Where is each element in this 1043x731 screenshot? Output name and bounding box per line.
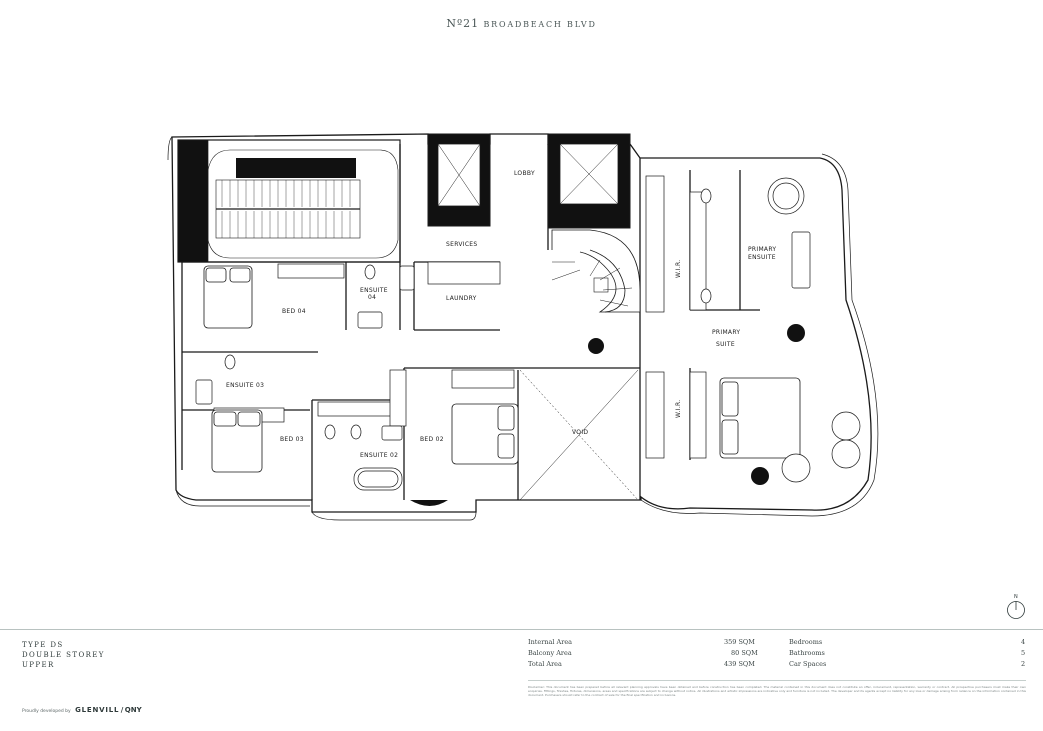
stair-treads	[221, 180, 351, 238]
room-ensuite-03: ENSUITE 03	[226, 382, 264, 389]
room-primary-ensuite-1: PRIMARY	[748, 246, 776, 253]
room-laundry: LAUNDRY	[446, 295, 477, 302]
room-bed-03: BED 03	[280, 436, 304, 443]
room-primary-ensuite-2: ENSUITE	[748, 254, 776, 261]
bathrooms-value: 5	[1021, 649, 1026, 657]
columns	[410, 324, 805, 506]
room-bed-04: BED 04	[282, 308, 306, 315]
compass-label: N	[1014, 594, 1018, 600]
brand-number: Nº21	[446, 17, 480, 30]
qny-logo: QNY	[124, 706, 142, 714]
lift-shafts	[427, 133, 631, 229]
floor-plan: LOBBY SERVICES LAUNDRY ENSUITE 04 BED 04…	[167, 133, 879, 521]
room-primary-suite-1: PRIMARY	[712, 329, 740, 336]
bedrooms-value: 4	[1021, 638, 1026, 646]
room-void: VOID	[572, 429, 588, 436]
disclaimer-text: Disclaimer: This document has been prepa…	[528, 685, 1026, 698]
type-line-3: UPPER	[22, 661, 55, 669]
joinery	[213, 175, 707, 459]
exterior-wall	[171, 133, 872, 513]
bath-fixtures	[195, 177, 861, 491]
internal-area-value: 359 SQM	[724, 638, 755, 646]
developer-credit: Proudly developed by GLENVILL / QNY	[22, 706, 142, 714]
bathrooms-label: Bathrooms	[789, 649, 825, 657]
room-lobby: LOBBY	[514, 170, 535, 177]
beds	[203, 265, 801, 473]
total-area-label: Total Area	[528, 660, 562, 668]
room-ensuite-02: ENSUITE 02	[360, 452, 398, 459]
balcony-area-label: Balcony Area	[528, 649, 572, 657]
room-ensuite-04-num: 04	[368, 294, 376, 301]
bedrooms-label: Bedrooms	[789, 638, 823, 646]
room-wir-2: W.I.R.	[675, 400, 682, 419]
car-spaces-label: Car Spaces	[789, 660, 827, 668]
type-line-2: DOUBLE STOREY	[22, 651, 105, 659]
room-bed-02: BED 02	[420, 436, 444, 443]
room-primary-suite-2: SUITE	[716, 341, 735, 348]
internal-area-label: Internal Area	[528, 638, 573, 646]
spiral-stair	[551, 229, 641, 313]
north-arrow-icon: N	[1007, 594, 1025, 619]
room-services: SERVICES	[446, 241, 478, 248]
project-brand: Nº21 BROADBEACH BLVD	[0, 17, 1043, 30]
type-line-1: TYPE DS	[22, 641, 64, 649]
balcony-south-line	[311, 511, 477, 521]
unit-type: TYPE DS DOUBLE STOREY UPPER	[22, 640, 105, 670]
room-wir-1: W.I.R.	[675, 260, 682, 279]
brand-street: BROADBEACH BLVD	[483, 20, 597, 29]
footer-rule	[0, 629, 1043, 630]
balcony-west-line	[175, 489, 310, 507]
developed-by-label: Proudly developed by	[22, 709, 71, 714]
room-ensuite-04: ENSUITE	[360, 287, 388, 294]
stair-west	[177, 139, 401, 263]
balcony-east-line	[640, 153, 879, 517]
areas-divider	[528, 680, 1026, 681]
void-lines	[519, 369, 639, 501]
car-spaces-value: 2	[1021, 660, 1026, 668]
glenvill-logo: GLENVILL	[75, 706, 120, 714]
balcony-area-value: 80 SQM	[731, 649, 758, 657]
total-area-value: 439 SQM	[724, 660, 755, 668]
brand-separator: /	[120, 706, 124, 714]
balcony-west-curve	[167, 136, 173, 161]
